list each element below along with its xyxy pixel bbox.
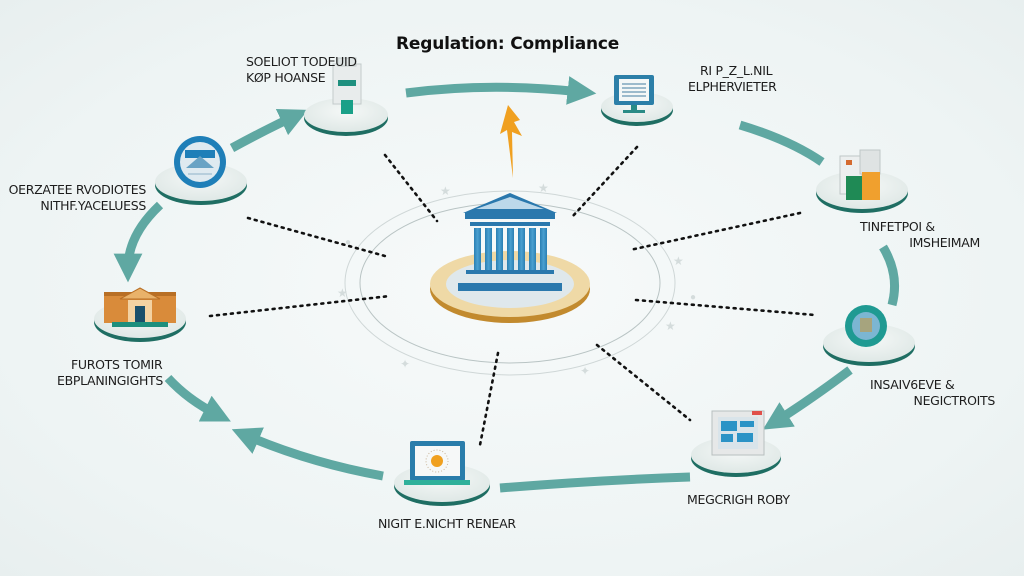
- cycle-arrows: [113, 76, 899, 493]
- node-label-bottom: Nigit e.Nicht Renear: [378, 516, 516, 531]
- arrow-rightupper-to-rightlower: [879, 244, 899, 307]
- arrow-leftupper-to-leftlower: [113, 201, 164, 283]
- dashboard-screen-icon: [711, 410, 765, 456]
- node-label-top-left: Soeliot Todeuid Køp Hoanse: [246, 54, 357, 85]
- svg-text:★: ★: [538, 181, 549, 195]
- faint-stars: ★ ★ ★ ★ ★ ✦ ✦ ● ●: [337, 181, 696, 378]
- platform-top-left: [304, 98, 388, 136]
- globe-dome-icon: [845, 305, 887, 347]
- node-label-bottom-right: Megcrigh Roby: [687, 492, 790, 507]
- arrow-bottom-to-leftlower-b: [164, 374, 231, 422]
- diagram-title: Regulation: Compliance: [396, 34, 620, 54]
- node-label-left-lower: Furots Tomir Ebplaningights: [57, 357, 164, 388]
- arrow-leftupper-to-topleft: [229, 109, 309, 152]
- svg-text:●: ●: [690, 292, 696, 303]
- node-label-right-upper: Tinfetpoi & Imsheimam: [860, 219, 980, 250]
- svg-text:★: ★: [337, 286, 348, 300]
- arrow-bottomright-to-bottom: [499, 472, 691, 493]
- svg-text:★: ★: [673, 254, 684, 268]
- arrow-bottom-to-leftlower-a: [231, 427, 384, 481]
- computer-monitor-icon: [614, 75, 654, 113]
- arrow-topright-to-rightupper: [738, 120, 825, 166]
- arrow-rightlower-to-bottomright: [762, 366, 853, 430]
- government-building-icon: [458, 193, 562, 291]
- node-label-left-upper: Oerzatee Rvodiotes Nithf.yaceluess: [8, 182, 147, 213]
- package-boxes-icon: [839, 149, 881, 200]
- center-compliance-emblem: [430, 105, 590, 323]
- svg-text:●: ●: [345, 237, 351, 248]
- svg-text:✦: ✦: [580, 364, 590, 378]
- node-label-right-lower: Insaiv6eve & Negictroits: [870, 377, 995, 408]
- node-label-top-right: Ri p_z_l.Nil Elphervieter: [688, 63, 777, 94]
- tower-building-icon: [332, 57, 362, 114]
- lightning-bolt-icon: [500, 105, 522, 178]
- courthouse-icon: [104, 287, 176, 327]
- svg-text:★: ★: [665, 319, 676, 333]
- arrow-topleft-to-topright: [405, 76, 597, 105]
- laptop-sun-icon: [404, 441, 470, 485]
- svg-text:✦: ✦: [400, 357, 410, 371]
- dotted-connectors: [208, 145, 817, 447]
- badge-seal-icon: [174, 136, 226, 188]
- svg-text:★: ★: [440, 184, 451, 198]
